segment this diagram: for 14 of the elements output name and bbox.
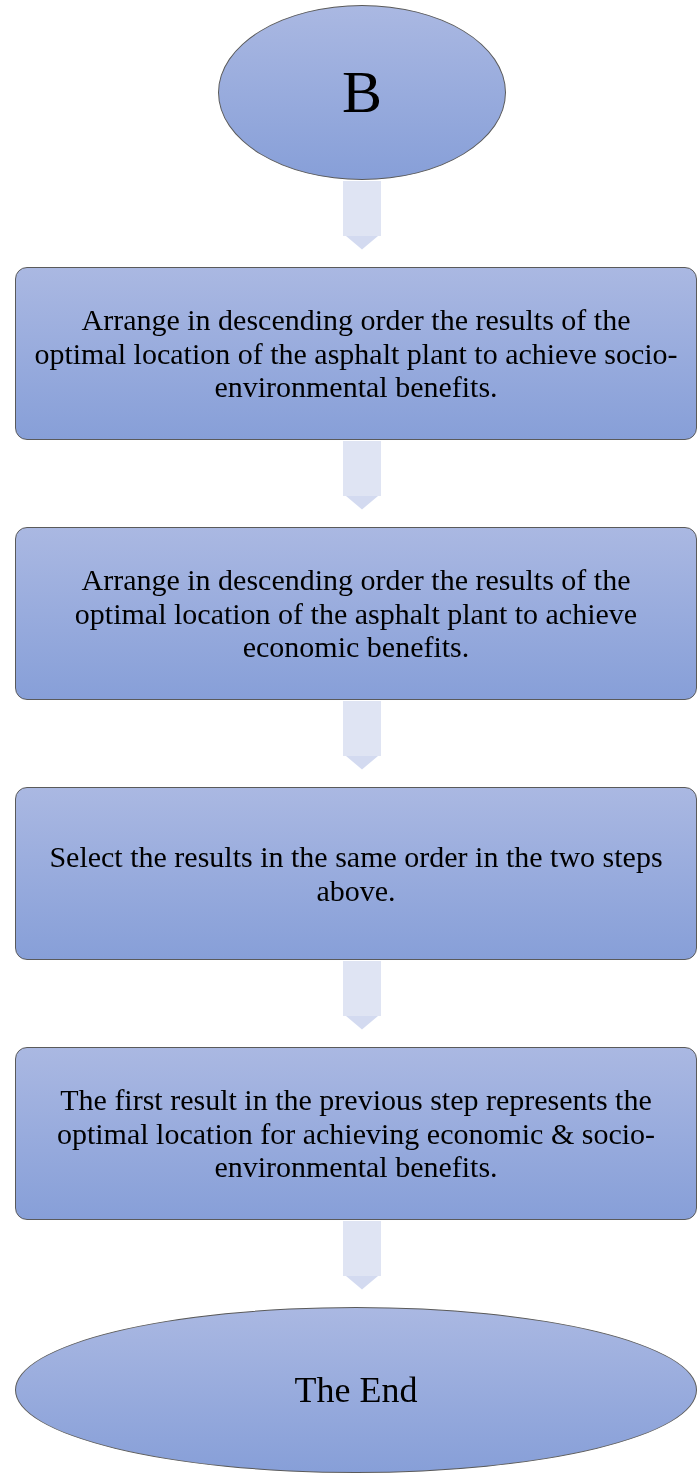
step-text: Arrange in descending order the results of the optimal location of the asphalt plant to achieve socio-environmental benefits. (33, 302, 679, 405)
block-arrow (343, 441, 381, 510)
process-box (15, 527, 697, 700)
step-text: The End (294, 1369, 418, 1411)
process-box (15, 267, 697, 440)
process-box (15, 787, 697, 960)
step-text: Select the results in the same order in the two steps above. (48, 839, 664, 908)
block-arrow (343, 1221, 381, 1290)
step-text: The first result in the previous step represents the optimal location for achieving economic & socio-environmental benefits. (55, 1082, 657, 1185)
block-arrow (343, 181, 381, 250)
block-arrow (343, 701, 381, 770)
process-box (15, 1047, 697, 1220)
step-text: Arrange in descending order the results of the optimal location of the asphalt plant to achieve economic benefits. (73, 562, 639, 665)
step-text: B (342, 58, 382, 127)
